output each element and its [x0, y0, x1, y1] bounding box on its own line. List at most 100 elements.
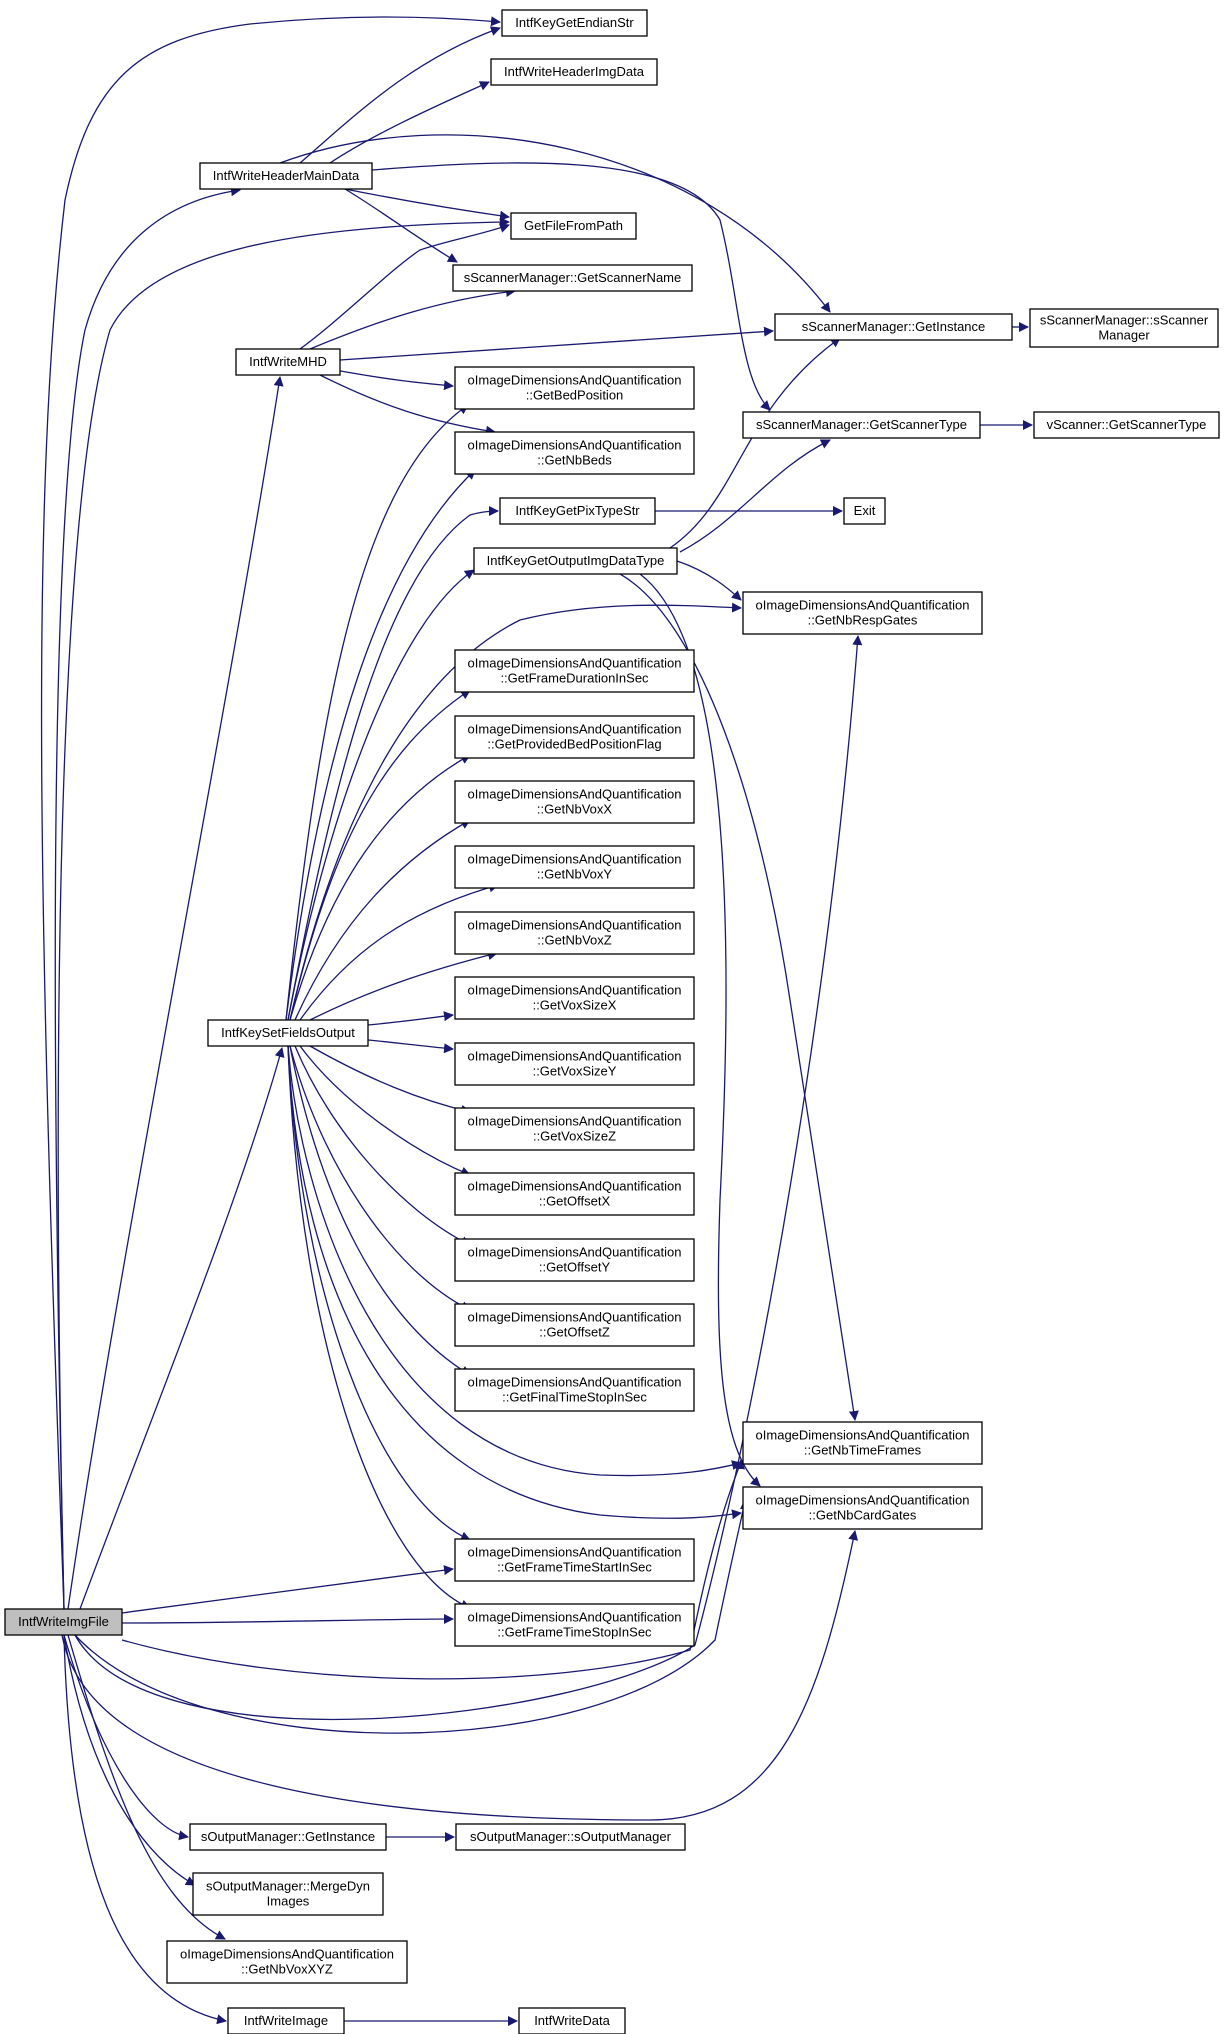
node-label: oImageDimensionsAndQuantification [468, 852, 682, 867]
node-label: ::GetOffsetZ [539, 1325, 610, 1340]
node-box [843, 497, 886, 525]
node-label: IntfWriteHeaderImgData [504, 64, 645, 79]
node-root[interactable]: IntfWriteImgFile [4, 1608, 123, 1636]
edge-hdrmain-to-endian [299, 26, 501, 164]
node-hdrimg[interactable]: IntfWriteHeaderImgData [490, 58, 658, 86]
node-label: oImageDimensionsAndQuantification [468, 1245, 682, 1260]
node-label: ::GetNbBeds [537, 453, 612, 468]
node-box [454, 715, 695, 759]
node-scaninst[interactable]: sScannerManager::GetInstance [774, 313, 1013, 341]
node-box [454, 1172, 695, 1216]
node-label: ::GetNbVoxY [537, 867, 612, 882]
node-box [454, 1603, 695, 1647]
node-label: sScannerManager::sScanner [1040, 313, 1209, 328]
node-voxy[interactable]: oImageDimensionsAndQuantification::GetNb… [454, 845, 695, 889]
edge-setfields-to-timeframes [287, 1045, 742, 1477]
node-ftstart[interactable]: oImageDimensionsAndQuantification::GetFr… [454, 1538, 695, 1582]
node-outctor[interactable]: sOutputManager::sOutputManager [455, 1823, 686, 1851]
node-label: ::GetFinalTimeStopInSec [502, 1390, 647, 1405]
edge-setfields-to-pixtype [287, 506, 499, 1021]
node-vsz[interactable]: oImageDimensionsAndQuantification::GetVo… [454, 1107, 695, 1151]
node-label: oImageDimensionsAndQuantification [468, 787, 682, 802]
node-outinst[interactable]: sOutputManager::GetInstance [189, 1823, 387, 1851]
edge-setfields-to-outtype [287, 569, 475, 1021]
node-box [518, 2007, 626, 2034]
node-wimage[interactable]: IntfWriteImage [227, 2007, 345, 2034]
node-box [454, 1238, 695, 1282]
edge-setfields-to-vsy [367, 1039, 454, 1054]
node-label: oImageDimensionsAndQuantification [468, 983, 682, 998]
node-box [207, 1019, 369, 1047]
node-offx[interactable]: oImageDimensionsAndQuantification::GetOf… [454, 1172, 695, 1216]
node-label: ::GetNbVoxX [537, 802, 612, 817]
node-offy[interactable]: oImageDimensionsAndQuantification::GetOf… [454, 1238, 695, 1282]
edge-setfields-to-bedpos [285, 404, 469, 1021]
node-endian[interactable]: IntfKeyGetEndianStr [501, 9, 648, 37]
node-framedur[interactable]: oImageDimensionsAndQuantification::GetFr… [454, 649, 695, 693]
node-timeframes[interactable]: oImageDimensionsAndQuantification::GetNb… [742, 1421, 983, 1465]
node-label: IntfWriteImage [244, 2013, 328, 2028]
node-finalstop[interactable]: oImageDimensionsAndQuantification::GetFi… [454, 1368, 695, 1412]
node-voxx[interactable]: oImageDimensionsAndQuantification::GetNb… [454, 780, 695, 824]
node-hdrmain[interactable]: IntfWriteHeaderMainData [199, 162, 373, 190]
node-label: IntfKeyGetPixTypeStr [515, 503, 640, 518]
node-vsy[interactable]: oImageDimensionsAndQuantification::GetVo… [454, 1042, 695, 1086]
node-label: Exit [854, 503, 876, 518]
edge-setfields-to-ftstart [287, 1045, 471, 1541]
node-label: ::GetNbTimeFrames [804, 1443, 922, 1458]
node-box [454, 1368, 695, 1412]
node-label: Manager [1098, 328, 1150, 343]
node-scanname[interactable]: sScannerManager::GetScannerName [452, 264, 693, 292]
node-ftstop[interactable]: oImageDimensionsAndQuantification::GetFr… [454, 1603, 695, 1647]
node-label: IntfWriteMHD [249, 354, 327, 369]
node-vsx[interactable]: oImageDimensionsAndQuantification::GetVo… [454, 976, 695, 1020]
node-wdata[interactable]: IntfWriteData [518, 2007, 626, 2034]
node-getfile[interactable]: GetFileFromPath [510, 212, 637, 240]
node-box [166, 1940, 408, 1984]
edge-setfields-to-voxz [309, 950, 498, 1021]
node-box [235, 348, 341, 376]
node-box [454, 431, 695, 475]
edge-root-to-endian [40, 16, 501, 1610]
node-box [454, 1042, 695, 1086]
edge-root-to-resp [74, 635, 863, 1721]
node-exit[interactable]: Exit [843, 497, 886, 525]
node-box [742, 1421, 983, 1465]
node-box [454, 366, 695, 410]
node-label: ::GetOffsetY [539, 1260, 611, 1275]
edges [40, 16, 1033, 2026]
node-box [499, 497, 656, 525]
node-outtype[interactable]: IntfKeyGetOutputImgDataType [473, 547, 678, 575]
edge-root-to-wimage [63, 1634, 227, 2025]
node-scantype[interactable]: sScannerManager::GetScannerType [742, 411, 981, 439]
node-nbbeds[interactable]: oImageDimensionsAndQuantification::GetNb… [454, 431, 695, 475]
node-pixtype[interactable]: IntfKeyGetPixTypeStr [499, 497, 656, 525]
node-vscantype[interactable]: vScanner::GetScannerType [1033, 411, 1220, 439]
node-scanctor[interactable]: sScannerManager::sScannerManager [1029, 308, 1219, 348]
node-resp[interactable]: oImageDimensionsAndQuantification::GetNb… [742, 591, 983, 635]
node-bedpos[interactable]: oImageDimensionsAndQuantification::GetBe… [454, 366, 695, 410]
node-label: ::GetBedPosition [526, 388, 624, 403]
edge-hdrmain-to-scanname [344, 188, 458, 263]
node-box [192, 1872, 384, 1916]
node-voxxyz[interactable]: oImageDimensionsAndQuantification::GetNb… [166, 1940, 408, 1984]
node-mhd[interactable]: IntfWriteMHD [235, 348, 341, 376]
edge-root-to-setfields [79, 1047, 285, 1610]
node-box [454, 911, 695, 955]
node-box [1029, 308, 1219, 348]
node-label: IntfKeySetFieldsOutput [221, 1025, 355, 1040]
node-offz[interactable]: oImageDimensionsAndQuantification::GetOf… [454, 1303, 695, 1347]
node-label: IntfKeyGetEndianStr [515, 15, 634, 30]
node-box [774, 313, 1013, 341]
node-cardgates[interactable]: oImageDimensionsAndQuantification::GetNb… [742, 1486, 983, 1530]
edge-root-to-getfile [57, 217, 510, 1610]
node-label: GetFileFromPath [524, 218, 623, 233]
edge-setfields-to-voxx [294, 819, 471, 1021]
edge-setfields-to-framedur [289, 689, 471, 1021]
node-label: IntfWriteHeaderMainData [213, 168, 360, 183]
node-setfields[interactable]: IntfKeySetFieldsOutput [207, 1019, 369, 1047]
edge-setfields-to-vsx [367, 1011, 454, 1026]
node-voxz[interactable]: oImageDimensionsAndQuantification::GetNb… [454, 911, 695, 955]
node-provbed[interactable]: oImageDimensionsAndQuantification::GetPr… [454, 715, 695, 759]
